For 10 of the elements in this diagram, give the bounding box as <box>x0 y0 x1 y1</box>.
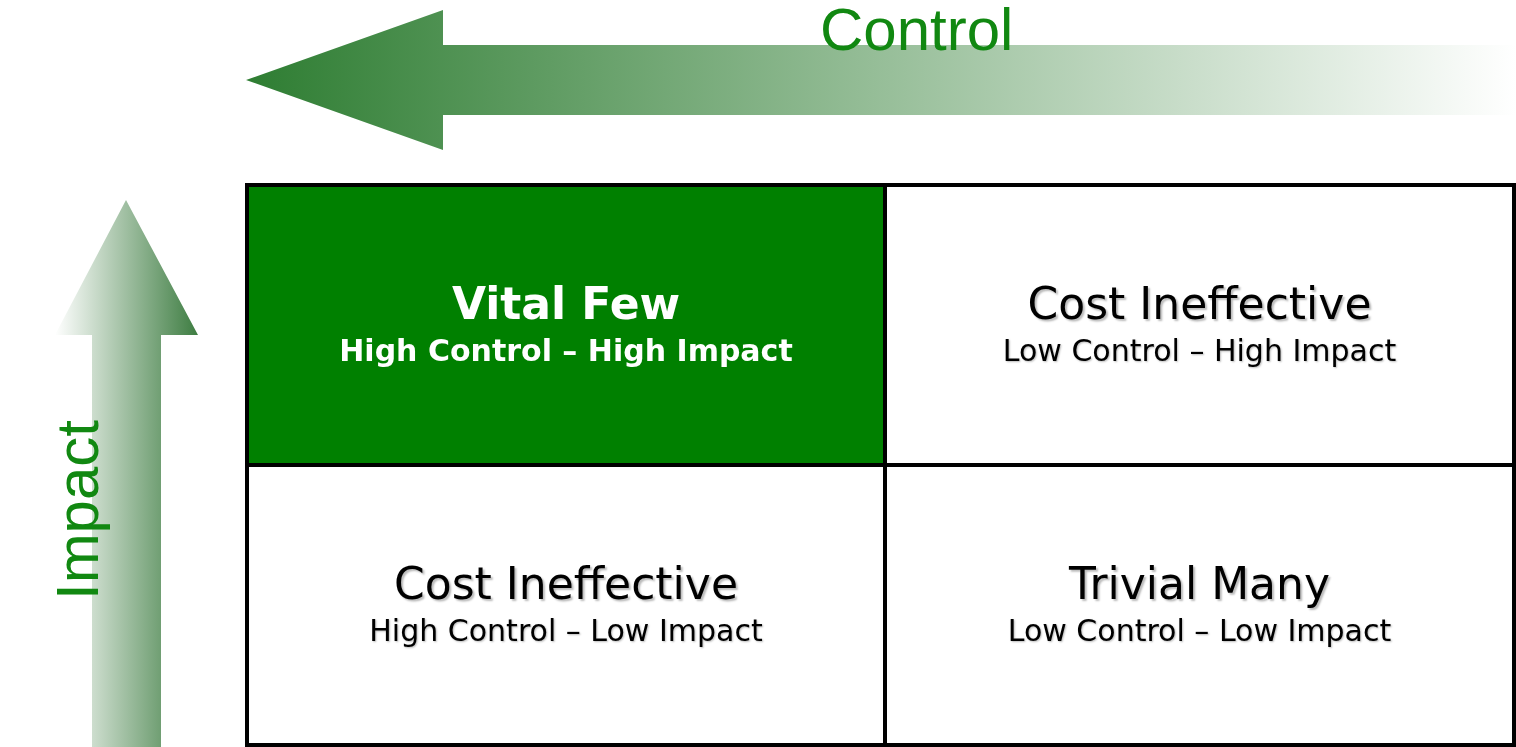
quadrant-subtitle: High Control – Low Impact <box>369 612 763 651</box>
quadrant-subtitle: High Control – High Impact <box>339 332 793 371</box>
quadrant-subtitle: Low Control – Low Impact <box>1007 612 1392 651</box>
quadrant-title: Cost Ineffective <box>1027 277 1372 331</box>
quadrant-subtitle: Low Control – High Impact <box>1002 332 1397 371</box>
axis-label: Control <box>820 0 1014 60</box>
quadrant-title: Cost Ineffective <box>394 557 738 611</box>
axis-label: Impact <box>48 419 109 601</box>
quadrant-title: Vital Few <box>451 277 681 331</box>
quadrant-title: Trivial Many <box>1069 557 1330 611</box>
